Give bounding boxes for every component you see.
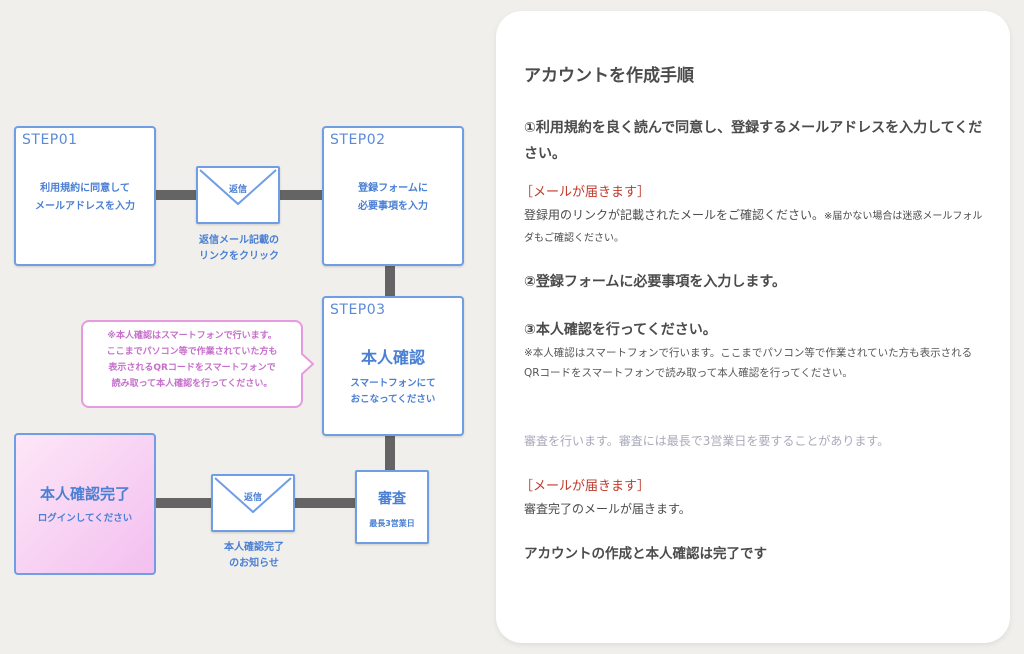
step1-body: 登録用のリンクが記載されたメールをご確認ください。※届かない場合は迷惑メールフォ… xyxy=(524,205,986,249)
complete-title: 本人確認完了 xyxy=(39,485,130,503)
step3-label: STEP03 xyxy=(330,302,386,318)
step4-body: 審査完了のメールが届きます。 xyxy=(524,502,691,516)
step3-heading: ③本人確認を行ってください。 xyxy=(524,322,717,338)
review-title: 審査 xyxy=(378,491,406,507)
complete-text: ログインしてください xyxy=(37,513,133,524)
envelope2-label: 返信 xyxy=(243,493,262,503)
complete-box: 本人確認完了 ログインしてください xyxy=(14,433,156,575)
envelope1-label: 返信 xyxy=(228,185,247,195)
review-text: 最長3営業日 xyxy=(369,519,415,528)
step1-label: STEP01 xyxy=(22,132,78,148)
step1-body-text: 登録用のリンクが記載されたメールをご確認ください。 xyxy=(524,208,825,222)
step1-text: 利用規約に同意して メールアドレスを入力 xyxy=(35,183,135,212)
note-tail xyxy=(301,352,315,376)
step1-heading: ①利用規約を良く読んで同意し、登録するメールアドレスを入力してください。 xyxy=(524,120,983,162)
step1-box: STEP01 利用規約に同意して メールアドレスを入力 xyxy=(14,126,156,266)
instructions-panel: アカウントを作成手順 ①利用規約を良く読んで同意し、登録するメールアドレスを入力… xyxy=(496,11,1010,643)
step2-box: STEP02 登録フォームに 必要事項を入力 xyxy=(322,126,464,266)
review-box: 審査 最長3営業日 xyxy=(355,470,429,544)
envelope1: 返信 xyxy=(196,166,280,224)
final-message: アカウントの作成と本人確認は完了です xyxy=(524,546,767,562)
envelope2-caption: 本人確認完了 のお知らせ xyxy=(224,542,284,569)
review-text: 審査を行います。審査には最長で3営業日を要することがあります。 xyxy=(524,434,890,448)
step1-body-note: ※届かない場合は迷惑メールフォルダもご確認ください。 xyxy=(524,211,983,244)
step4-mail-tag: ［メールが届きます］ xyxy=(520,479,651,494)
step3-note: ※本人確認はスマートフォンで行います。ここまでパソコン等で作業されていた方も表示… xyxy=(524,347,973,379)
step3-box: STEP03 本人確認 スマートフォンにて おこなってください xyxy=(322,296,464,436)
flow-diagram: STEP01 利用規約に同意して メールアドレスを入力 返信 返信メール記載の … xyxy=(0,0,490,654)
smartphone-note: ※本人確認はスマートフォンで行います。 ここまでパソコン等で作業されていた方も … xyxy=(81,320,303,408)
step1-mail-tag: ［メールが届きます］ xyxy=(520,185,651,200)
envelope1-caption: 返信メール記載の リンクをクリック xyxy=(199,235,279,262)
panel-title: アカウントを作成手順 xyxy=(524,66,694,86)
step2-heading: ②登録フォームに必要事項を入力します。 xyxy=(524,274,787,290)
step2-text: 登録フォームに 必要事項を入力 xyxy=(358,183,428,212)
step3-text: スマートフォンにて おこなってください xyxy=(350,378,436,405)
envelope-icon xyxy=(214,477,292,514)
envelope2: 返信 xyxy=(211,474,295,532)
step2-label: STEP02 xyxy=(330,132,386,148)
step3-title: 本人確認 xyxy=(360,348,425,367)
envelope-icon xyxy=(199,169,277,206)
